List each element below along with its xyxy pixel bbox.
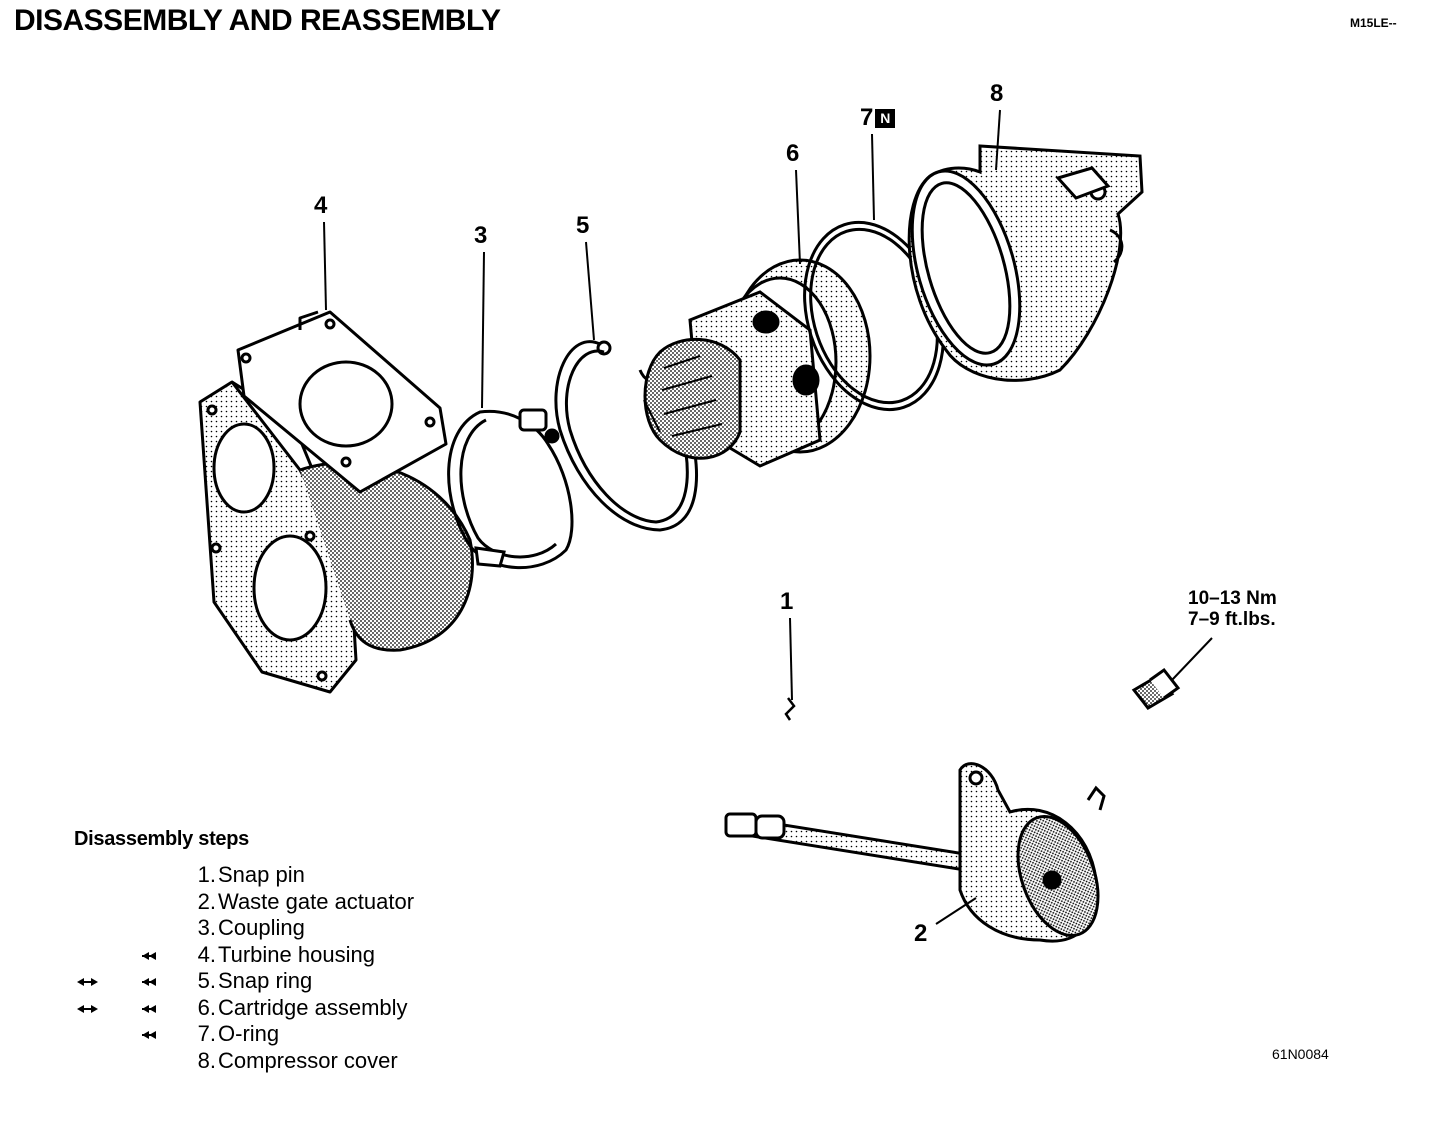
callout-6: 6: [786, 140, 800, 167]
snap-pin-part: [784, 697, 796, 721]
step-label: Snap ring: [218, 968, 313, 993]
steps-title: Disassembly steps: [74, 828, 249, 850]
callout-7-number: 7: [860, 104, 874, 131]
step-label: Waste gate actuator: [218, 888, 415, 914]
callout-7-badge: N: [875, 109, 896, 128]
step-label: Compressor cover: [218, 1047, 398, 1073]
bolt-part: [1131, 667, 1181, 710]
torque-nm: 10–13 Nm: [1188, 588, 1277, 609]
step-number: 8.: [197, 1047, 216, 1073]
callout-4: 4: [314, 192, 328, 219]
step-label: Coupling: [218, 915, 305, 940]
page-code: M15LE--: [1350, 16, 1397, 30]
step-label: Turbine housing: [218, 941, 375, 967]
callout-2: 2: [914, 920, 928, 947]
turbine-housing-part: [198, 310, 474, 694]
page-title: DISASSEMBLY AND REASSEMBLY: [14, 4, 501, 37]
callout-1: 1: [780, 588, 794, 615]
reassembly-mark-icon: [142, 1031, 156, 1039]
torque-ftlbs: 7–9 ft.lbs.: [1188, 609, 1276, 630]
callout-5: 5: [576, 212, 590, 239]
cartridge-assembly-part: [643, 258, 872, 468]
step-number: 1.: [197, 862, 216, 887]
figure-code: 61N0084: [1272, 1046, 1329, 1062]
compressor-cover-part: [907, 144, 1144, 382]
step-number: 4.: [197, 941, 216, 967]
reassembly-mark-icon: [142, 978, 156, 986]
step-label: O-ring: [218, 1021, 280, 1046]
reassembly-mark-icon: [142, 1004, 156, 1013]
step-number: 5.: [197, 968, 216, 993]
disassembly-mark-icon: [77, 978, 98, 986]
torque-spec: 10–13 Nm 7–9 ft.lbs.: [1188, 588, 1277, 630]
step-label: Cartridge assembly: [218, 994, 408, 1020]
reassembly-mark-icon: [142, 951, 156, 960]
callout-3: 3: [474, 222, 488, 249]
coupling-part: [447, 408, 574, 570]
step-label: Snap pin: [218, 862, 305, 887]
disassembly-mark-icon: [77, 1004, 98, 1013]
step-number: 7.: [197, 1021, 216, 1046]
callout-leaders: [323, 109, 1213, 925]
step-number: 6.: [197, 994, 216, 1020]
step-number: 2.: [197, 888, 216, 914]
callout-8: 8: [990, 80, 1004, 107]
waste-gate-actuator-part: [724, 762, 1106, 943]
step-number: 3.: [197, 915, 216, 940]
